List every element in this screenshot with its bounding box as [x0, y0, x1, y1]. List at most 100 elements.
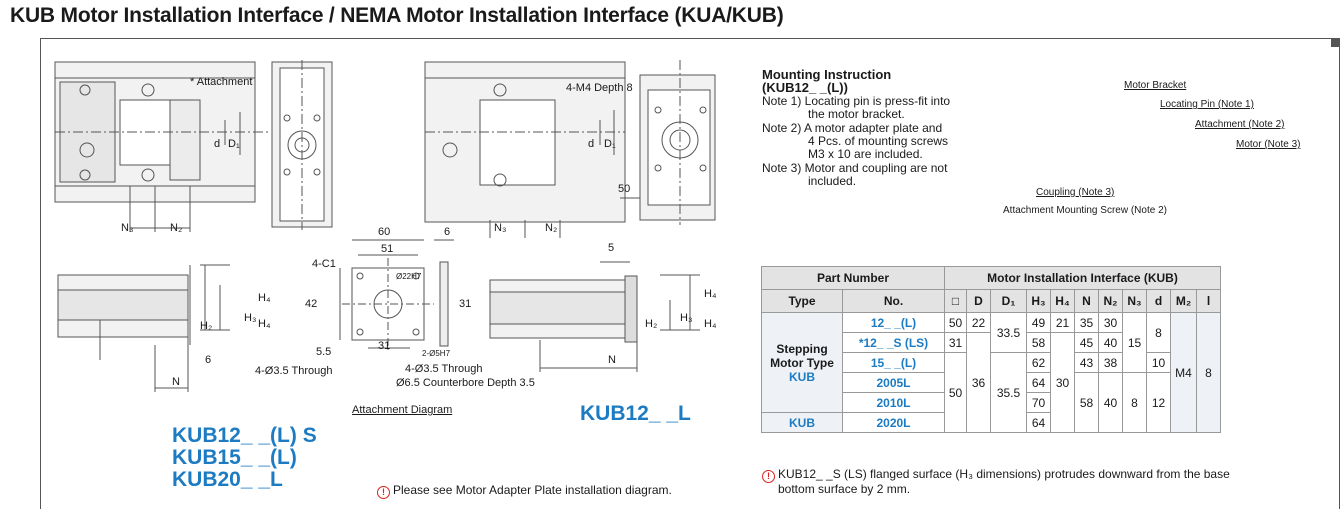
col-no: No. [842, 289, 945, 313]
part-no-link[interactable]: 2020L [842, 412, 945, 433]
dim-31-side: 31 [459, 298, 472, 310]
footnote: !KUB12_ _S (LS) flanged surface (H₃ dime… [762, 468, 1282, 495]
col-type: Type [761, 289, 843, 313]
page-title: KUB Motor Installation Interface / NEMA … [10, 4, 784, 27]
type-line-2: Motor Type [770, 355, 834, 370]
cell: 35.5 [990, 352, 1027, 433]
dim-2-phi5: 2-Ø5H7 [422, 349, 451, 358]
note-2-cont2: M3 x 10 are included. [808, 147, 923, 161]
dim-h4-left: H₄ [258, 292, 271, 304]
cell: 36 [966, 332, 991, 433]
dim-through-left: 4-Ø3.5 Through [255, 365, 333, 377]
table-row: KUB 2020L 64 [761, 412, 1221, 433]
side-view-right-drawing [620, 60, 716, 225]
attachment-diagram-label: Attachment Diagram [352, 404, 453, 416]
bottom-side-view-right [489, 261, 700, 372]
col-N2: N₂ [1098, 289, 1123, 313]
spec-table: Part Number Motor Installation Interface… [761, 266, 1221, 433]
col-N: N [1074, 289, 1099, 313]
table-row: Stepping Motor Type KUB 12_ _(L) 50 22 3… [761, 312, 1221, 433]
type-line-1: Stepping [776, 341, 828, 356]
dim-4-c1: 4-C1 [312, 258, 336, 270]
dim-h4b-left: H₄ [258, 318, 271, 330]
part-no-link[interactable]: *12_ _S (LS) [842, 332, 945, 353]
dim-d-right: d [588, 138, 595, 150]
callout-locating-pin: Locating Pin (Note 1) [1160, 99, 1254, 110]
part-no-link[interactable]: 2010L [842, 392, 945, 413]
side-view-left-drawing [271, 60, 333, 230]
header-interface: Motor Installation Interface (KUB) [944, 266, 1221, 290]
dim-m4-depth: 4-M4 Depth 8 [566, 82, 633, 94]
plate-note: !Please see Motor Adapter Plate installa… [377, 483, 672, 499]
callout-coupling: Coupling (Note 3) [1036, 187, 1115, 198]
note-3-cont: included. [808, 174, 857, 188]
dim-d1-right: D₁ [604, 138, 616, 150]
callout-screw: Attachment Mounting Screw (Note 2) [1003, 205, 1167, 216]
dim-h2-left: H₂ [200, 320, 213, 332]
cell: 10 [1146, 352, 1171, 373]
cell: 31 [944, 332, 967, 353]
dim-n3-left: N₃ [121, 222, 134, 234]
dim-phi22-plate: Ø22H7 [396, 272, 422, 281]
dim-h4b-right: H₄ [704, 318, 717, 330]
dim-5-5: 5.5 [316, 346, 332, 358]
col-square: □ [944, 289, 967, 313]
dim-h3-left: H₃ [244, 312, 257, 324]
note-2-cont: 4 Pcs. of mounting screws [808, 134, 949, 148]
type-kub: KUB [761, 412, 843, 433]
caution-icon: ! [377, 486, 390, 499]
callout-attachment: Attachment (Note 2) [1195, 119, 1285, 130]
cell: 21 [1050, 312, 1075, 333]
cell: 12 [1146, 372, 1171, 433]
model-kub15: KUB15_ _(L) [172, 446, 297, 469]
dim-31-plate: 31 [378, 340, 391, 352]
cell: 40 [1098, 372, 1123, 433]
cell: 8 [1146, 312, 1171, 353]
dim-51: 51 [381, 243, 394, 255]
footnote-line-1: KUB12_ _S (LS) flanged surface (H₃ dimen… [778, 467, 1230, 481]
cell: 50 [944, 312, 967, 333]
dim-60: 60 [378, 226, 391, 238]
cell: 64 [1026, 412, 1051, 433]
bottom-side-view-left [57, 264, 230, 392]
dim-d-left: d [214, 138, 221, 150]
cell: 58 [1026, 332, 1051, 353]
cell: 15 [1122, 312, 1147, 373]
plate-note-text: Please see Motor Adapter Plate installat… [393, 483, 672, 497]
cell: 38 [1098, 352, 1123, 373]
note-2: Note 2) A motor adapter plate and [762, 121, 943, 135]
dim-42: 42 [305, 298, 318, 310]
technical-drawings [54, 60, 716, 392]
note-1-cont: the motor bracket. [808, 107, 905, 121]
cell: 62 [1026, 352, 1051, 373]
callout-motor: Motor (Note 3) [1236, 139, 1301, 150]
cell: 8 [1122, 372, 1147, 433]
col-H3: H₃ [1026, 289, 1051, 313]
col-H4: H₄ [1050, 289, 1075, 313]
type-stepping: Stepping Motor Type KUB [761, 312, 843, 413]
dim-n2-left: N₂ [170, 222, 183, 234]
dim-6-top: 6 [444, 226, 451, 238]
part-no-link[interactable]: 12_ _(L) [842, 312, 945, 333]
model-kub20: KUB20_ _L [172, 468, 283, 491]
cell: M4 [1170, 312, 1197, 433]
part-no-link[interactable]: 2005L [842, 372, 945, 393]
cell: 40 [1098, 332, 1123, 353]
table-row: 15_ _(L) 50 35.5 62 43 38 10 [762, 352, 1221, 433]
cell: 30 [1050, 332, 1075, 433]
content-frame [40, 38, 1340, 509]
col-M2: M₂ [1170, 289, 1197, 313]
dim-h3-right: H₃ [680, 312, 693, 324]
table-row: *12_ _S (LS) 31 36 58 30 45 40 [762, 332, 1221, 433]
col-l: l [1196, 289, 1221, 313]
header-part-number: Part Number [761, 266, 945, 290]
part-no-link[interactable]: 15_ _(L) [842, 352, 945, 373]
cell: 22 [966, 312, 991, 333]
dim-n3-right: N₃ [494, 222, 507, 234]
dim-d1-left: D₁ [228, 138, 240, 150]
dim-n2-right: N₂ [545, 222, 558, 234]
dim-through-right: 4-Ø3.5 Through [405, 363, 483, 375]
type-line-3: KUB [789, 369, 815, 384]
cell: 45 [1074, 332, 1099, 353]
footnote-line-2: bottom surface by 2 mm. [778, 482, 911, 496]
